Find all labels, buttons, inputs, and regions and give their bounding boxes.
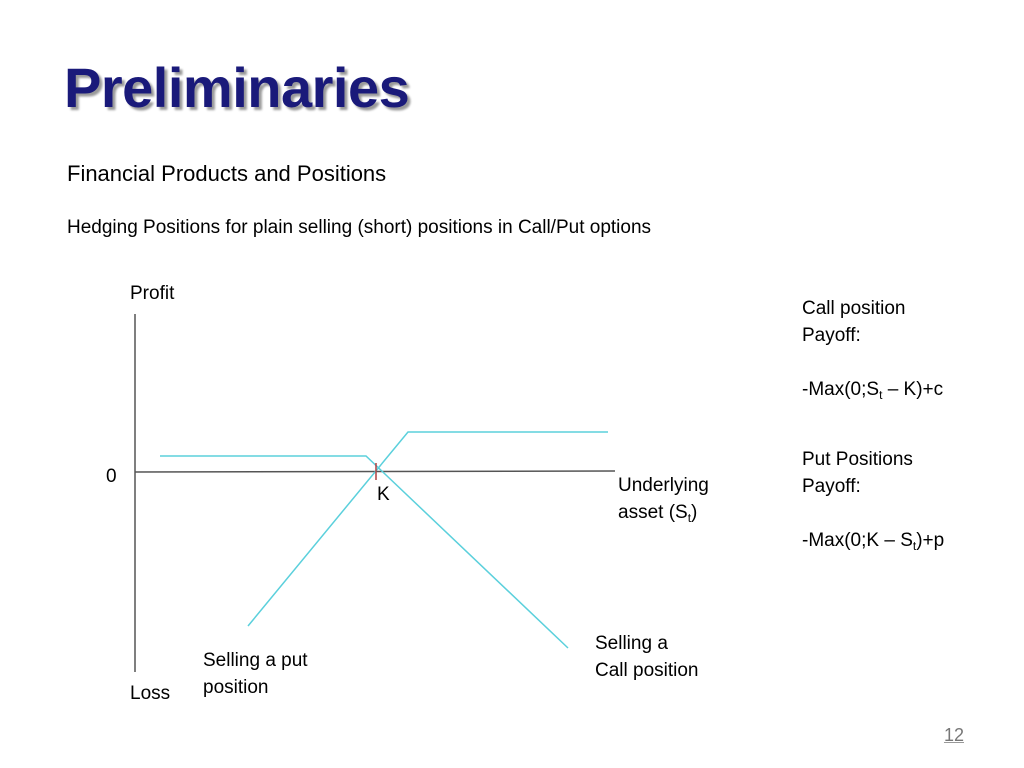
call-payoff-block: Call position Payoff: -Max(0;St – K)+c [802, 295, 943, 409]
short-call-payoff-line [160, 455, 569, 649]
put-payoff-block: Put Positions Payoff: -Max(0;K – St)+p [802, 446, 944, 560]
x-axis-label: Underlying asset (St) [618, 472, 709, 532]
short-put-payoff-line [247, 431, 608, 627]
short-call-label: Selling a Call position [595, 633, 699, 681]
profit-label: Profit [130, 283, 175, 304]
slide-heading: Hedging Positions for plain selling (sho… [67, 217, 652, 238]
loss-label: Loss [130, 683, 171, 704]
x-axis-label-line2: asset (St) [618, 502, 698, 525]
slide-subtitle: Financial Products and Positions [67, 161, 387, 186]
short-put-label: Selling a put position [203, 650, 308, 698]
page-number: 12 [943, 725, 964, 745]
x-axis-label-line1: Underlying [618, 475, 709, 496]
origin-label: 0 [106, 466, 117, 487]
put-payoff-formula: -Max(0;K – St)+p [802, 530, 945, 553]
put-payoff-title: Put Positions [802, 449, 913, 470]
put-payoff-caption: Payoff: [802, 476, 861, 497]
call-payoff-title: Call position [802, 298, 906, 319]
call-payoff-formula: -Max(0;St – K)+c [802, 379, 944, 402]
strike-label: K [377, 484, 390, 505]
call-payoff-caption: Payoff: [802, 325, 861, 346]
slide-title: Preliminaries [64, 56, 410, 119]
